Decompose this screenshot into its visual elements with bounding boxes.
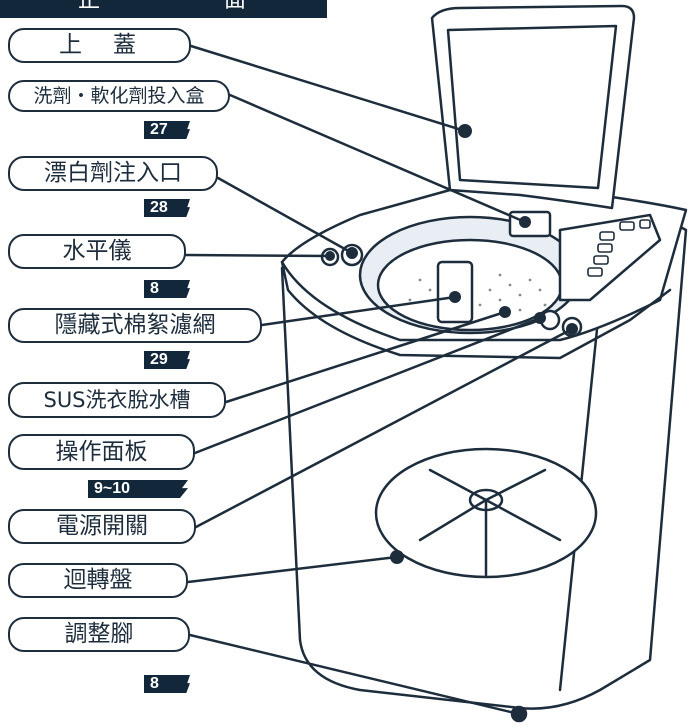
- tub-perforations: [408, 273, 547, 312]
- deck-front-band: [280, 260, 672, 360]
- label-power-switch: 電源開關: [8, 509, 196, 544]
- label-tub: SUS洗衣脫水槽: [8, 382, 226, 418]
- panel-buttons: [587, 219, 651, 277]
- page-tag-bleach-inlet: 28: [144, 199, 190, 217]
- label-detergent-box: 洗劑・軟化劑投入盒: [8, 80, 230, 112]
- leader-lint-filter: [260, 295, 457, 327]
- lid-glass: [446, 24, 618, 190]
- page-tag-level: 8: [144, 280, 190, 298]
- pulsator-vanes: [418, 468, 562, 577]
- leader-pulsator: [186, 555, 399, 584]
- label-bleach-inlet: 漂白劑注入口: [8, 156, 218, 191]
- page-tag-control-panel: 9~10: [88, 480, 188, 498]
- label-level: 水平儀: [8, 234, 186, 269]
- leader-tub: [224, 310, 507, 404]
- leader-power-switch: [194, 327, 574, 529]
- header-right-char: 面: [224, 0, 249, 13]
- label-adjust-foot: 調整腳: [8, 617, 190, 652]
- leader-lines: [184, 44, 574, 716]
- header-left-char: 正: [78, 0, 103, 13]
- page-tag-adjust-foot: 8: [144, 675, 190, 693]
- label-pulsator: 迴轉盤: [8, 563, 188, 598]
- leader-lid: [189, 44, 467, 133]
- label-control-panel: 操作面板: [8, 434, 195, 470]
- leader-control-panel: [193, 316, 542, 455]
- label-lint-filter: 隱藏式棉絮濾網: [8, 308, 262, 343]
- leader-level: [184, 253, 332, 258]
- leader-detergent-box: [228, 93, 527, 224]
- leader-adjust-foot: [188, 633, 521, 716]
- leader-bleach-inlet: [216, 176, 354, 255]
- label-lid: 上 蓋: [8, 28, 191, 63]
- control-panel-shape: [558, 213, 662, 302]
- page-tag-lint-filter: 29: [144, 351, 190, 369]
- leader-dots: [325, 124, 578, 564]
- header-bar: 正 面: [0, 0, 327, 18]
- page-tag-detergent-box: 27: [144, 121, 190, 139]
